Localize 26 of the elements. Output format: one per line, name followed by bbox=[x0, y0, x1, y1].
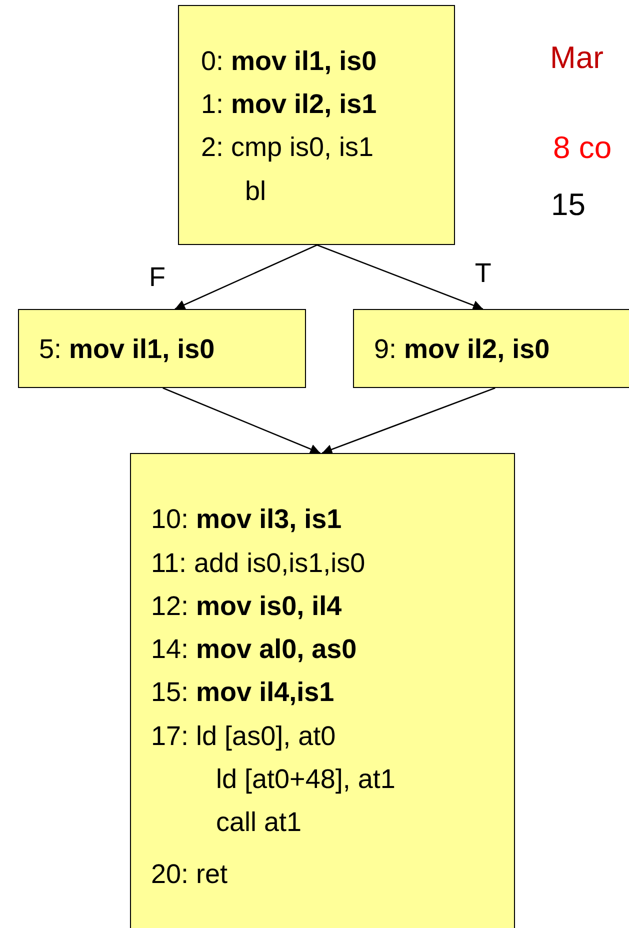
instruction-text: call at1 bbox=[216, 806, 302, 838]
arrow bbox=[322, 387, 496, 454]
instruction-text: 14: mov al0, as0 bbox=[151, 633, 357, 665]
instruction-text: 11: add is0,is1,is0 bbox=[151, 547, 366, 579]
instruction-text: 0: mov il1, is0 bbox=[201, 45, 377, 77]
instruction-text: 1: mov il2, is1 bbox=[201, 88, 377, 120]
instruction-text: 9: mov il2, is0 bbox=[374, 333, 550, 365]
basic-block-box bbox=[18, 309, 306, 388]
instruction-text: 10: mov il3, is1 bbox=[151, 503, 342, 535]
arrow bbox=[316, 244, 484, 310]
arrow bbox=[174, 244, 318, 310]
instruction-text: ld [at0+48], at1 bbox=[216, 763, 396, 795]
note-text: 8 co bbox=[553, 130, 612, 166]
instruction-text: 12: mov is0, il4 bbox=[151, 590, 342, 622]
basic-block-box bbox=[178, 5, 455, 245]
note-text: 15 bbox=[551, 187, 586, 223]
basic-block-box bbox=[130, 453, 515, 928]
arrow bbox=[162, 387, 320, 454]
instruction-text: 17: ld [as0], at0 bbox=[151, 720, 336, 752]
instruction-text: bl bbox=[245, 175, 266, 207]
note-text: Mar bbox=[550, 40, 604, 76]
instruction-text: 5: mov il1, is0 bbox=[39, 333, 215, 365]
basic-block-box bbox=[353, 309, 629, 388]
instruction-text: 15: mov il4,is1 bbox=[151, 676, 334, 708]
instruction-text: 2: cmp is0, is1 bbox=[201, 131, 374, 163]
instruction-text: 20: ret bbox=[151, 858, 228, 890]
